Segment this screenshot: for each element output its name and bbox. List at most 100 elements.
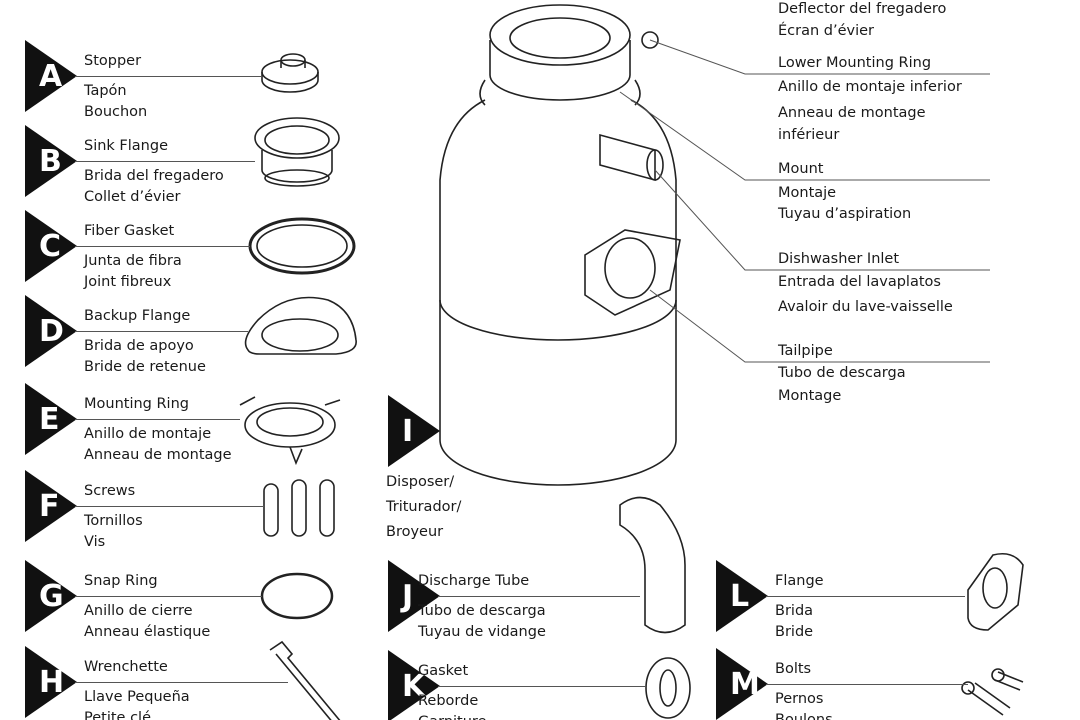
part-label-fr: Bride de retenue <box>84 359 206 375</box>
part-badge-g: G <box>25 560 77 632</box>
part-label-fr: Vis <box>84 534 106 550</box>
part-label-es: Tubo de descarga <box>418 603 546 619</box>
screws-illustration <box>263 479 335 537</box>
part-label-es: Tornillos <box>84 513 143 529</box>
disposer-label-en: Tailpipe <box>778 343 833 359</box>
part-letter: M <box>730 667 760 702</box>
part-badge-b: B <box>25 125 77 197</box>
disposer-label-fr: Écran d’évier <box>778 23 875 39</box>
leader-lines <box>619 39 990 363</box>
bolts-illustration <box>961 668 1024 716</box>
mounting-ring-illustration <box>239 396 341 466</box>
leader-line <box>75 506 264 507</box>
disposer-label-es: Anillo de montaje inferior <box>778 79 962 95</box>
part-letter: C <box>39 229 61 264</box>
leader-line <box>766 684 968 685</box>
part-label-es: Reborde <box>418 693 479 709</box>
part-label-fr: Tuyau de vidange <box>418 624 546 640</box>
discharge-tube-illustration <box>619 496 686 634</box>
sink-flange-illustration <box>254 117 340 187</box>
part-letter: H <box>39 665 64 700</box>
part-badge-h: H <box>25 646 77 718</box>
part-badge-k: K <box>388 650 440 720</box>
part-label-en: Disposer/ <box>386 474 455 490</box>
leader-line <box>75 246 250 247</box>
part-label-en: Gasket <box>418 663 469 679</box>
part-label-es: Brida de apoyo <box>84 338 194 354</box>
wrenchette-illustration <box>269 640 341 720</box>
leader-line <box>75 331 248 332</box>
part-letter: D <box>39 314 64 349</box>
part-badge-f: F <box>25 470 77 542</box>
part-label-fr: Petite clé <box>84 710 151 720</box>
part-badge-a: A <box>25 40 77 112</box>
disposer-label-en: Lower Mounting Ring <box>778 55 932 71</box>
disposer-label-fr: Tuyau d’aspiration <box>778 206 912 222</box>
leader-line <box>75 419 240 420</box>
leader-line <box>75 682 288 683</box>
part-letter: I <box>402 414 413 449</box>
part-letter: K <box>402 669 427 704</box>
part-letter: G <box>39 579 64 614</box>
part-label-en: Sink Flange <box>84 138 168 154</box>
part-label-fr: Boulons <box>775 712 833 720</box>
part-letter: L <box>730 579 749 614</box>
part-label-en: Stopper <box>84 53 142 69</box>
part-letter: E <box>39 402 60 437</box>
part-label-fr: Bouchon <box>84 104 148 120</box>
part-label-es: Tapón <box>84 83 127 99</box>
part-label-fr: Broyeur <box>386 524 444 540</box>
disposer-label-fr: Anneau de montage <box>778 105 926 121</box>
part-label-en: Screws <box>84 483 136 499</box>
leader-line <box>75 161 255 162</box>
disposer-label-es: Entrada del lavaplatos <box>778 274 941 290</box>
part-label-fr: Joint fibreux <box>84 274 172 290</box>
part-label-es: Anillo de cierre <box>84 603 193 619</box>
leader-line <box>438 596 640 597</box>
stopper-illustration <box>261 53 319 93</box>
fiber-gasket-illustration <box>248 217 356 275</box>
part-label-es: Triturador/ <box>386 499 462 515</box>
disposer-illustration <box>439 4 681 486</box>
disposer-label-fr: Montage <box>778 388 842 404</box>
part-label-es: Pernos <box>775 691 824 707</box>
part-letter: A <box>39 59 63 94</box>
part-badge-c: C <box>25 210 77 282</box>
part-label-es: Brida <box>775 603 814 619</box>
part-label-fr: Collet d’évier <box>84 189 181 205</box>
disposer-label-es: Montaje <box>778 185 837 201</box>
part-letter: B <box>39 144 62 179</box>
part-label-en: Fiber Gasket <box>84 223 175 239</box>
snap-ring-illustration <box>260 572 334 620</box>
part-letter: J <box>400 579 413 614</box>
part-label-fr: Garniture <box>418 715 487 720</box>
flange-illustration <box>967 552 1024 631</box>
part-label-fr: Anneau élastique <box>84 624 211 640</box>
part-label-es: Brida del fregadero <box>84 168 224 184</box>
part-badge-m: M <box>716 648 768 720</box>
part-label-en: Mounting Ring <box>84 396 189 412</box>
disposer-label-fr2: inférieur <box>778 127 840 143</box>
leader-line <box>75 76 262 77</box>
disposer-label-en: Dishwasher Inlet <box>778 251 900 267</box>
part-label-en: Flange <box>775 573 824 589</box>
part-badge-i: I <box>388 395 440 467</box>
part-badge-l: L <box>716 560 768 632</box>
gasket-illustration <box>645 657 691 719</box>
part-label-en: Bolts <box>775 661 812 677</box>
part-label-es: Junta de fibra <box>84 253 182 269</box>
part-label-en: Backup Flange <box>84 308 191 324</box>
part-badge-d: D <box>25 295 77 367</box>
part-label-en: Snap Ring <box>84 573 158 589</box>
leader-line <box>766 596 965 597</box>
part-label-en: Discharge Tube <box>418 573 530 589</box>
disposer-label-es: Tubo de descarga <box>778 365 906 381</box>
disposer-label-es: Deflector del fregadero <box>778 1 947 17</box>
part-label-fr: Anneau de montage <box>84 447 232 463</box>
part-label-es: Anillo de montaje <box>84 426 212 442</box>
part-badge-j: J <box>388 560 440 632</box>
part-label-en: Wrenchette <box>84 659 168 675</box>
backup-flange-illustration <box>244 296 357 355</box>
